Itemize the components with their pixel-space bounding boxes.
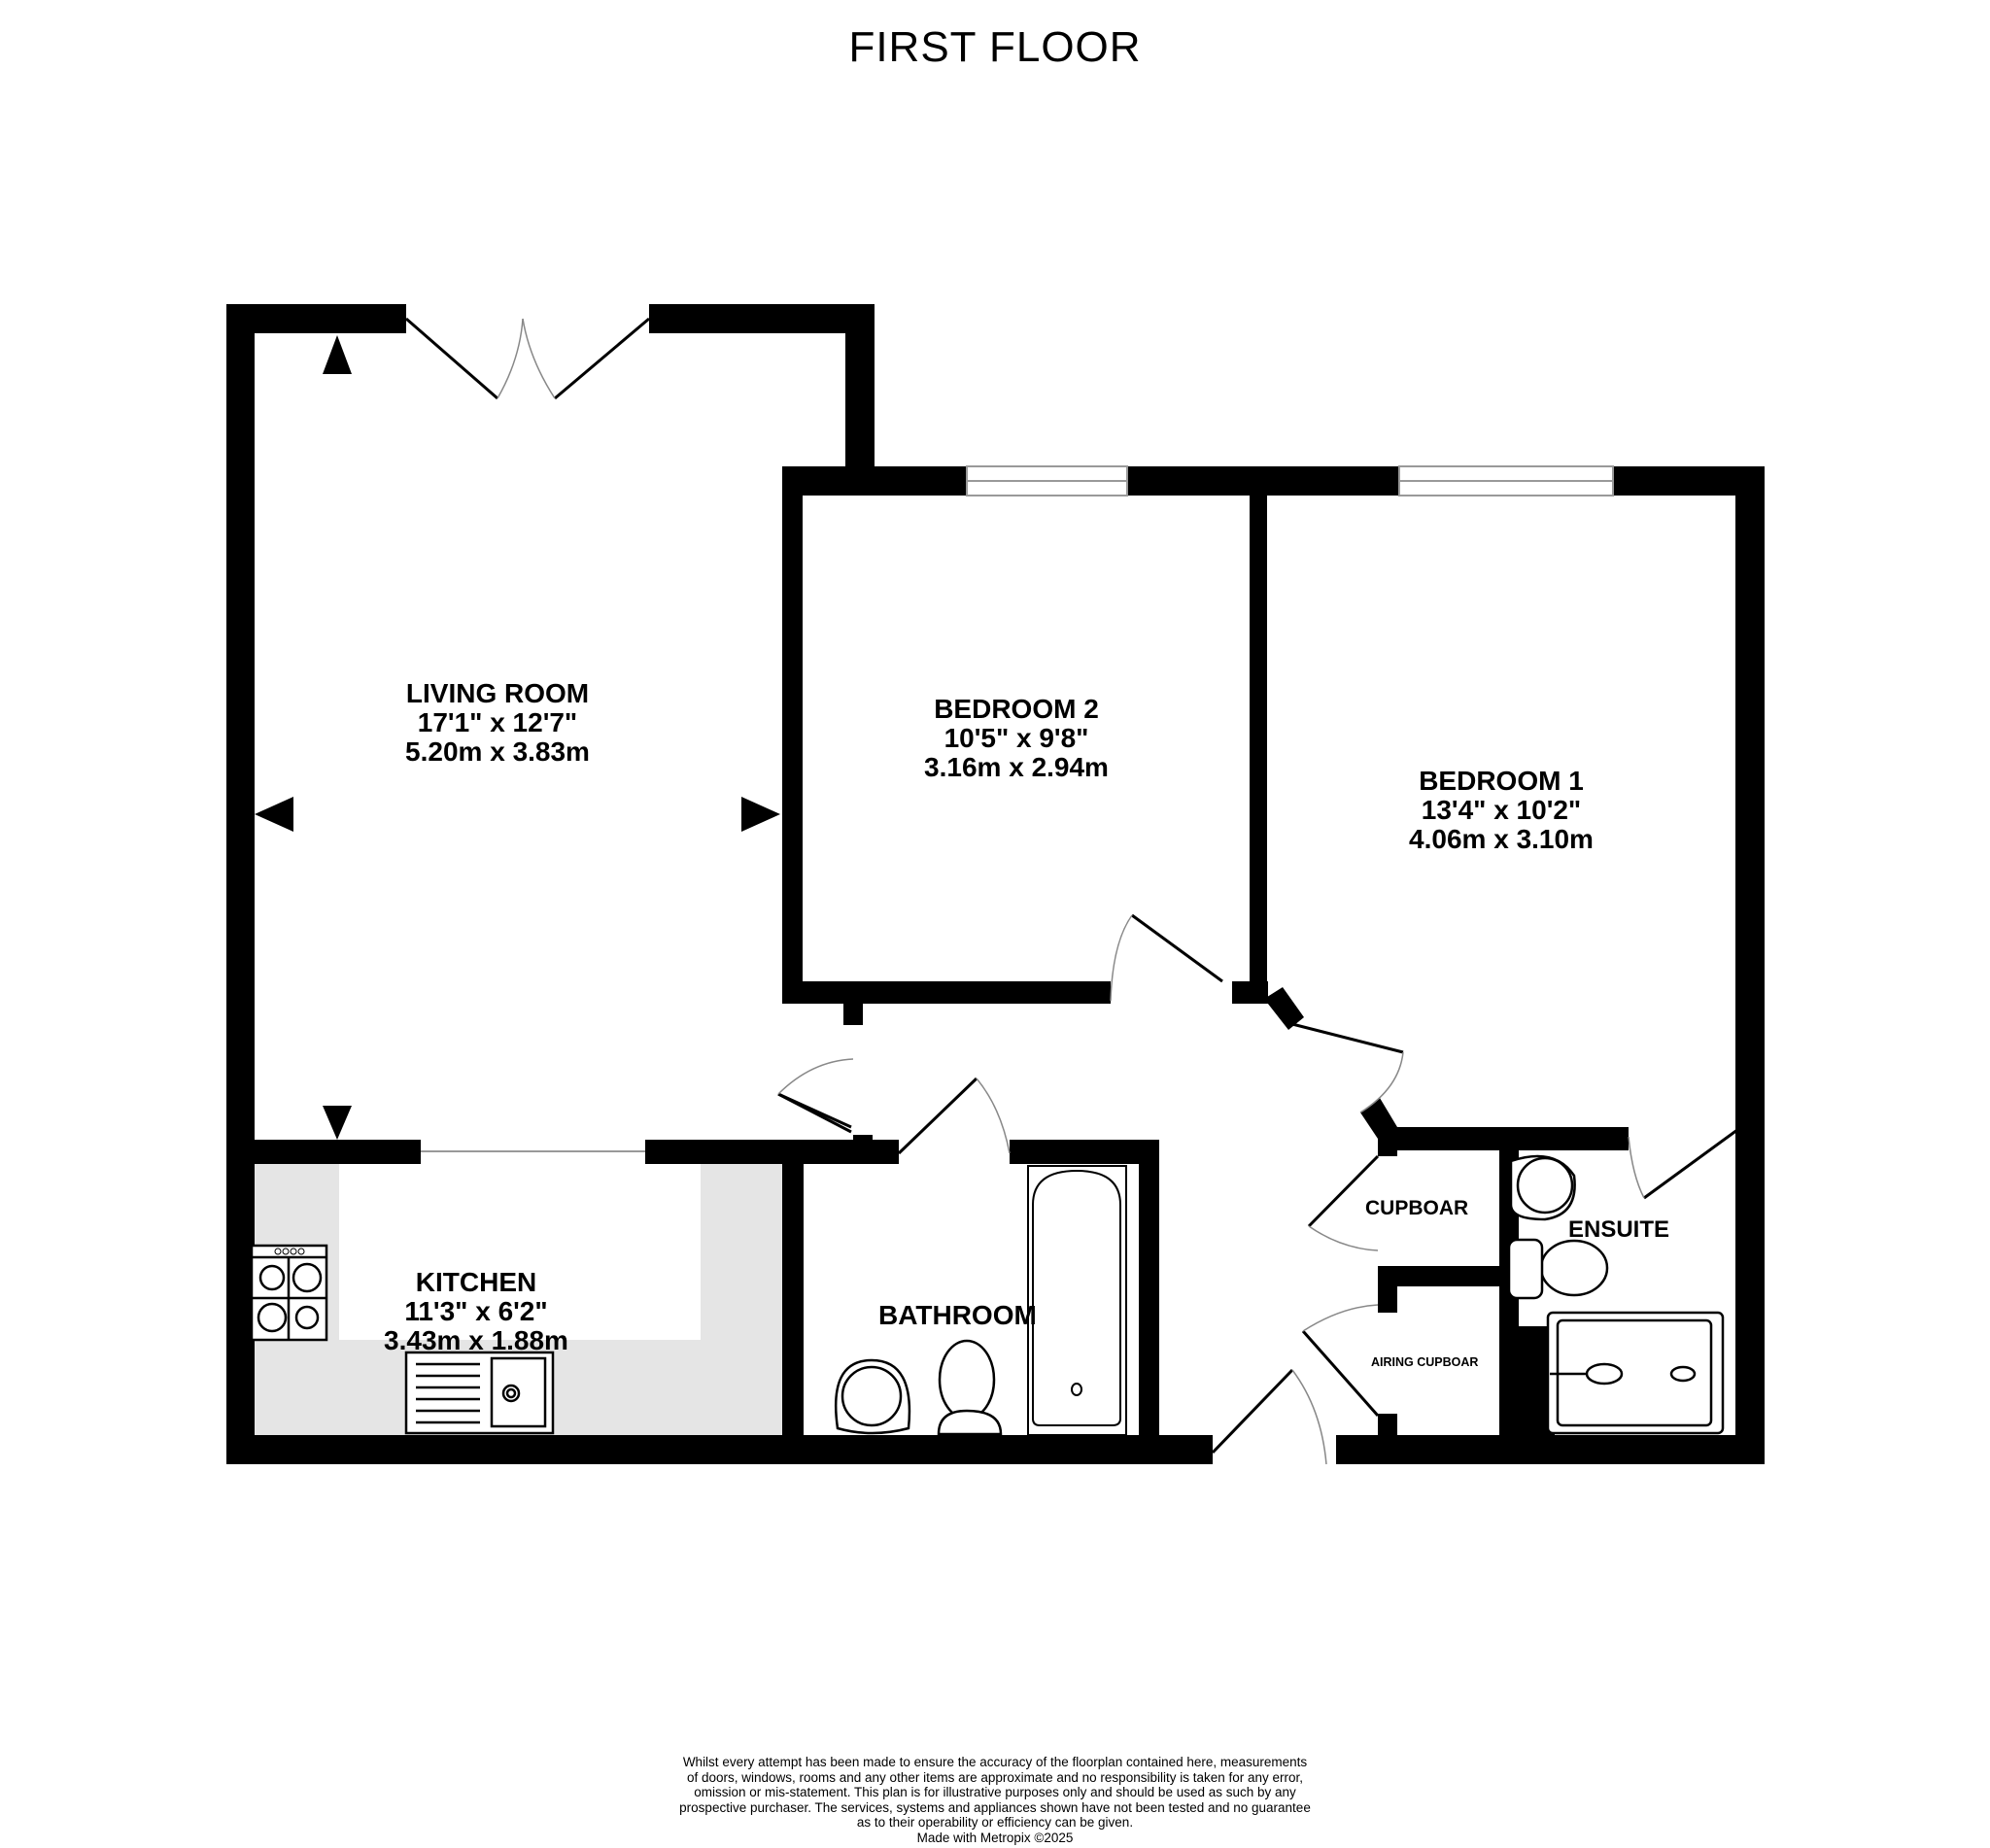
room-imperial: 17'1" x 12'7" — [417, 707, 578, 737]
room-metric: 5.20m x 3.83m — [405, 736, 590, 767]
room-imperial: 10'5" x 9'8" — [944, 723, 1089, 753]
shower-tray-icon — [1546, 1311, 1725, 1435]
disclaimer-line: prospective purchaser. The services, sys… — [679, 1799, 1311, 1815]
floor-title: FIRST FLOOR — [848, 23, 1142, 71]
room-imperial: 13'4" x 10'2" — [1421, 795, 1582, 825]
sink-icon — [404, 1351, 555, 1435]
disclaimer-line: Whilst every attempt has been made to en… — [682, 1755, 1308, 1769]
hob-icon — [250, 1244, 328, 1342]
ensuite-toilet-icon — [1507, 1238, 1609, 1300]
disclaimer-line: of doors, windows, rooms and any other i… — [686, 1769, 1304, 1785]
arrow-icons — [255, 335, 780, 1140]
ensuite-basin-icon — [1509, 1154, 1576, 1221]
disclaimer: Whilst every attempt has been made to en… — [0, 1755, 1990, 1845]
room-name: LIVING ROOM — [405, 678, 590, 708]
room-label-cupboard: CUPBOAR — [1365, 1197, 1469, 1219]
room-metric: 3.16m x 2.94m — [924, 752, 1109, 782]
toilet-icon — [937, 1339, 1003, 1436]
room-label-bedroom-1: BEDROOM 1 13'4" x 10'2" 4.06m x 3.10m — [1409, 768, 1594, 853]
room-label-airing-cupboard: AIRING CUPBOAR — [1371, 1355, 1479, 1369]
room-name: BEDROOM 1 — [1419, 766, 1584, 796]
door-icon — [405, 317, 1742, 1465]
room-metric: 3.43m x 1.88m — [384, 1325, 568, 1355]
room-name: BEDROOM 2 — [934, 694, 1099, 724]
room-label-bedroom-2: BEDROOM 2 10'5" x 9'8" 3.16m x 2.94m — [924, 696, 1109, 781]
room-imperial: 11'3" x 6'2" — [404, 1296, 548, 1326]
room-name: KITCHEN — [415, 1267, 537, 1297]
room-label-ensuite: ENSUITE — [1568, 1216, 1670, 1243]
walls — [226, 304, 1765, 1464]
room-label-kitchen: KITCHEN 11'3" x 6'2" 3.43m x 1.88m — [384, 1269, 568, 1354]
room-label-bathroom: BATHROOM — [878, 1300, 1037, 1330]
room-label-living-room: LIVING ROOM 17'1" x 12'7" 5.20m x 3.83m — [405, 680, 590, 766]
bath-icon — [1027, 1165, 1127, 1436]
credit-line: Made with Metropix ©2025 — [916, 1830, 1074, 1845]
window-icon — [421, 465, 1614, 1152]
disclaimer-line: as to their operability or efficiency ca… — [856, 1815, 1134, 1830]
room-metric: 4.06m x 3.10m — [1409, 824, 1594, 854]
basin-icon — [834, 1358, 911, 1435]
disclaimer-line: omission or mis-statement. This plan is … — [694, 1785, 1296, 1799]
